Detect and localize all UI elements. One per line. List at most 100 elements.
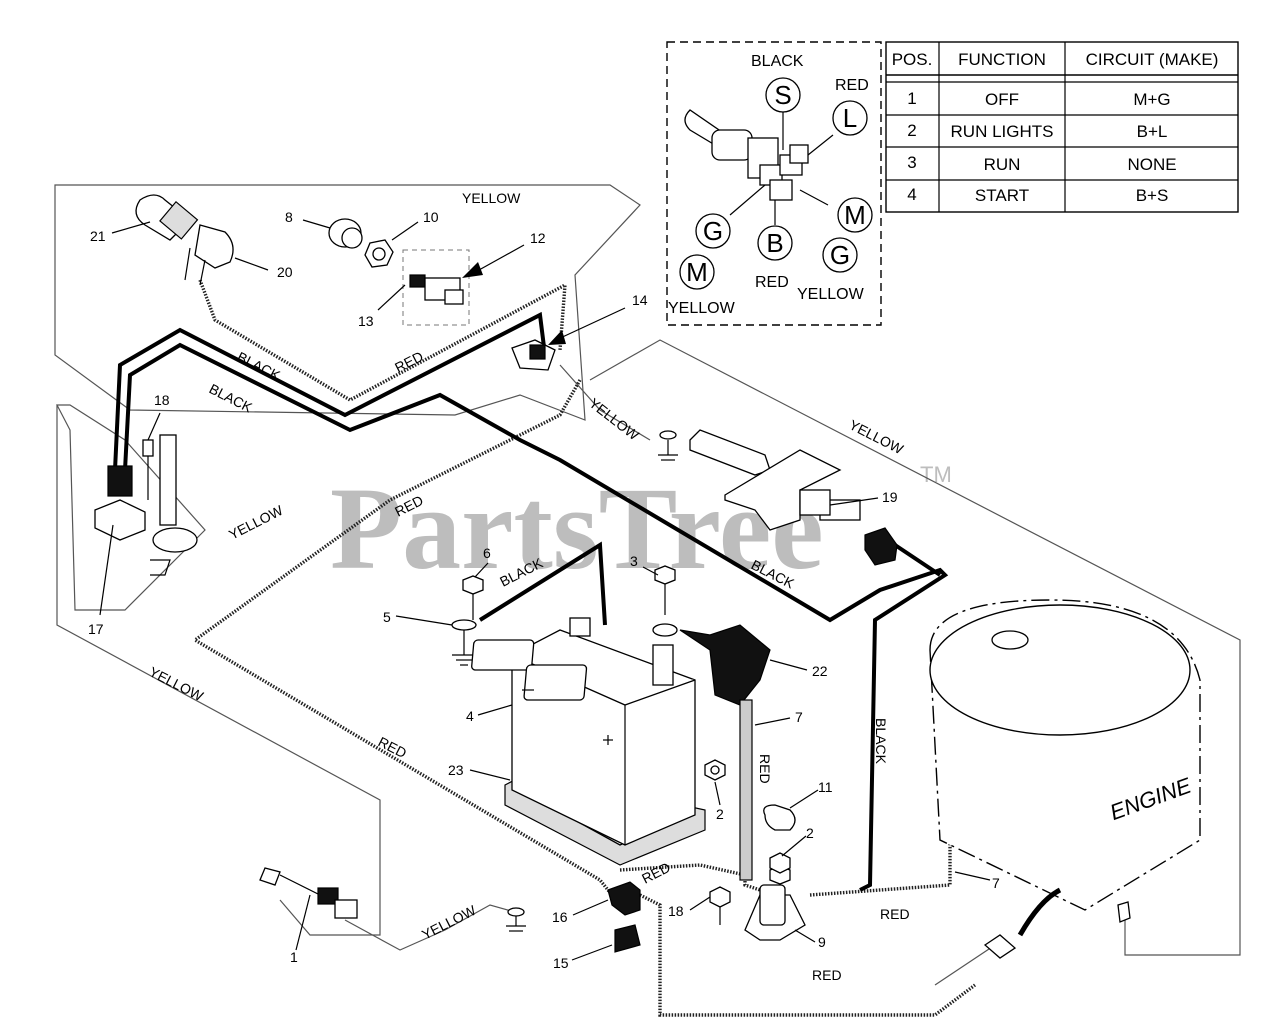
callout-6: 6 bbox=[483, 545, 491, 561]
black-wires bbox=[113, 311, 949, 892]
callout-19: 19 bbox=[882, 489, 898, 505]
plug-15 bbox=[614, 924, 641, 953]
label-black-2: BLACK bbox=[207, 380, 256, 415]
terminal-g-left: G bbox=[695, 213, 731, 249]
svg-text:RUN LIGHTS: RUN LIGHTS bbox=[951, 122, 1054, 141]
ground-bolt-6 bbox=[451, 575, 484, 666]
table-header-circuit: CIRCUIT (MAKE) bbox=[1086, 50, 1219, 69]
bracket-19 bbox=[689, 429, 898, 566]
callout-3: 3 bbox=[630, 553, 638, 569]
callout-2-left: 2 bbox=[716, 806, 724, 822]
svg-text:START: START bbox=[975, 186, 1029, 205]
svg-text:B: B bbox=[766, 228, 783, 258]
switch-inset: S L M G B G M BLACK RED RED YELLOW YE bbox=[666, 41, 882, 326]
callout-5: 5 bbox=[383, 609, 391, 625]
svg-text:G: G bbox=[703, 216, 723, 246]
callout-18-bottom: 18 bbox=[668, 903, 684, 919]
label-yellow-14: YELLOW bbox=[586, 395, 642, 444]
table-header-pos: POS. bbox=[892, 50, 933, 69]
svg-text:B+S: B+S bbox=[1136, 186, 1169, 205]
nut-part bbox=[364, 239, 394, 268]
terminal-boot-22 bbox=[679, 624, 771, 881]
callout-18-top: 18 bbox=[154, 392, 170, 408]
callout-9: 9 bbox=[818, 934, 826, 950]
label-red-top: RED bbox=[392, 348, 426, 376]
svg-text:L: L bbox=[843, 103, 857, 133]
switch-body bbox=[711, 129, 753, 161]
ignition-switch-part bbox=[402, 249, 470, 326]
label-red-7: RED bbox=[880, 906, 910, 922]
svg-text:4: 4 bbox=[907, 185, 916, 204]
bulb-part bbox=[135, 194, 234, 286]
terminal-g-right: G bbox=[822, 237, 858, 273]
yellow-wires bbox=[54, 184, 1241, 986]
switch-label-black: BLACK bbox=[751, 53, 804, 70]
switch-label-red-top: RED bbox=[835, 77, 869, 94]
label-black-1: BLACK bbox=[235, 348, 284, 383]
callout-16: 16 bbox=[552, 909, 568, 925]
callout-12: 12 bbox=[530, 230, 546, 246]
connector-14 bbox=[511, 339, 556, 371]
callout-7-lower: 7 bbox=[992, 875, 1000, 891]
svg-text:3: 3 bbox=[907, 153, 916, 172]
svg-text:NONE: NONE bbox=[1127, 155, 1176, 174]
harness-connector-1 bbox=[259, 867, 526, 932]
bezel-part bbox=[328, 218, 363, 249]
callout-2-right: 2 bbox=[806, 825, 814, 841]
label-black-vertical: BLACK bbox=[873, 718, 889, 765]
svg-text:RUN: RUN bbox=[984, 155, 1021, 174]
callout-14: 14 bbox=[632, 292, 648, 308]
callout-10: 10 bbox=[423, 209, 439, 225]
table-row: 4 START B+S bbox=[907, 185, 1168, 205]
callout-1: 1 bbox=[290, 949, 298, 965]
callout-15: 15 bbox=[553, 955, 569, 971]
callout-7-upper: 7 bbox=[795, 709, 803, 725]
svg-text:M: M bbox=[844, 200, 866, 230]
svg-text:1: 1 bbox=[907, 89, 916, 108]
terminal-l: L bbox=[832, 100, 868, 136]
table-header-function: FUNCTION bbox=[958, 50, 1046, 69]
nut-2-right bbox=[769, 852, 791, 874]
svg-text:S: S bbox=[774, 80, 791, 110]
switch-label-yellow-left: YELLOW bbox=[668, 300, 736, 317]
bolt-18-bottom bbox=[709, 886, 731, 925]
bolt-3 bbox=[652, 565, 678, 637]
battery bbox=[471, 617, 696, 846]
table-row: 1 OFF M+G bbox=[907, 89, 1170, 109]
label-yellow-right: YELLOW bbox=[847, 416, 907, 457]
table-row: 3 RUN NONE bbox=[907, 153, 1176, 174]
label-red-16: RED bbox=[639, 859, 673, 887]
cap-11 bbox=[763, 804, 796, 831]
svg-text:G: G bbox=[830, 240, 850, 270]
callout-4: 4 bbox=[466, 708, 474, 724]
label-yellow-left: YELLOW bbox=[147, 663, 207, 704]
callout-17: 17 bbox=[88, 621, 104, 637]
terminal-b: B bbox=[757, 225, 793, 261]
callout-13: 13 bbox=[358, 313, 374, 329]
terminal-s: S bbox=[765, 77, 801, 113]
engine: ENGINE bbox=[929, 599, 1201, 959]
svg-text:OFF: OFF bbox=[985, 90, 1019, 109]
callout-11: 11 bbox=[818, 779, 833, 795]
headlight-assembly bbox=[94, 434, 198, 576]
ground-yellow-top bbox=[658, 430, 678, 461]
label-red-vertical: RED bbox=[757, 754, 773, 784]
callout-21: 21 bbox=[90, 228, 106, 244]
callout-20: 20 bbox=[277, 264, 293, 280]
svg-text:M: M bbox=[686, 257, 708, 287]
callout-23: 23 bbox=[448, 762, 464, 778]
callout-8: 8 bbox=[285, 209, 293, 225]
switch-label-red-bottom: RED bbox=[755, 274, 789, 291]
table-row: 2 RUN LIGHTS B+L bbox=[907, 121, 1167, 141]
solenoid-9 bbox=[744, 865, 806, 941]
label-yellow-top: YELLOW bbox=[462, 190, 521, 206]
terminal-m-left: M bbox=[679, 254, 715, 290]
nut-2-left bbox=[704, 759, 726, 781]
callouts: 21 8 10 12 20 13 14 18 17 6 3 5 19 22 4 … bbox=[88, 209, 1000, 971]
svg-text:2: 2 bbox=[907, 121, 916, 140]
callout-22: 22 bbox=[812, 663, 828, 679]
leader-lines bbox=[99, 219, 991, 961]
svg-text:B+L: B+L bbox=[1137, 122, 1168, 141]
switch-table: POS. FUNCTION CIRCUIT (MAKE) 1 OFF M+G 2… bbox=[885, 41, 1239, 213]
